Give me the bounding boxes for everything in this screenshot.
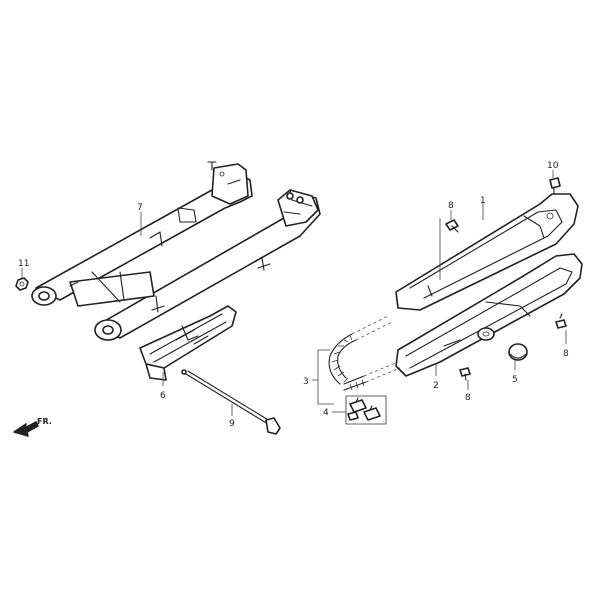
bolt-top-right [549, 177, 561, 195]
master-link-box [345, 395, 387, 425]
callout-1: 1 [480, 196, 486, 206]
cap [508, 343, 528, 361]
callout-numbers: 7 11 6 9 1 8 10 2 5 8 8 3 4 [18, 161, 569, 429]
callout-8-lower-right: 8 [563, 349, 569, 359]
callout-2: 2 [433, 381, 439, 391]
callout-5: 5 [512, 375, 518, 385]
callout-6: 6 [160, 391, 166, 401]
callout-8-upper: 8 [448, 201, 454, 211]
front-direction-arrow: FR. [13, 417, 52, 437]
bolt-lower-left [459, 367, 471, 381]
leader-lines [21, 170, 567, 416]
callout-11: 11 [18, 259, 29, 269]
callout-8-lower-left: 8 [465, 393, 471, 403]
drive-chain [328, 315, 401, 391]
direction-label: FR. [37, 417, 52, 426]
pivot-bolt [181, 369, 281, 435]
nut [15, 277, 29, 291]
bolt-upper [445, 219, 459, 233]
callout-7: 7 [137, 203, 143, 213]
callout-3: 3 [303, 377, 309, 387]
bolt-lower-right [555, 313, 567, 329]
callout-10: 10 [547, 161, 559, 171]
chain-slider [139, 305, 237, 381]
callout-4: 4 [323, 408, 329, 418]
chain-case-upper [395, 193, 579, 311]
callout-9: 9 [229, 419, 235, 429]
chain-case-lower [395, 253, 583, 377]
swingarm [31, 161, 321, 341]
